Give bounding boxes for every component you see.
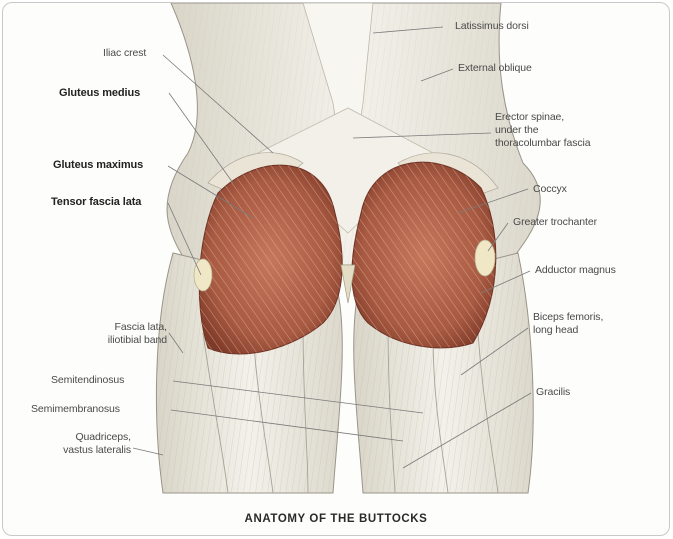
label-external-oblique: External oblique [458, 62, 532, 75]
gluteus-maximus-right-fibers [352, 162, 496, 348]
label-tensor-fascia-lata: Tensor fascia lata [51, 196, 141, 209]
label-fascia-lata: Fascia lata, iliotibial band [37, 321, 167, 347]
diagram-caption: ANATOMY OF THE BUTTOCKS [3, 513, 669, 525]
label-latissimus-dorsi: Latissimus dorsi [455, 20, 529, 33]
label-erector-spinae: Erector spinae, under the thoracolumbar … [495, 111, 590, 150]
label-gluteus-maximus: Gluteus maximus [53, 159, 143, 172]
label-greater-trochanter: Greater trochanter [513, 216, 597, 229]
tensor-fascia-lata-mark [194, 259, 212, 291]
label-gluteus-medius: Gluteus medius [59, 87, 140, 100]
label-quadriceps: Quadriceps, vastus lateralis [13, 431, 131, 457]
label-adductor-magnus: Adductor magnus [535, 264, 616, 277]
label-coccyx: Coccyx [533, 183, 567, 196]
label-gracilis: Gracilis [536, 386, 570, 399]
label-semimembranosus: Semimembranosus [31, 403, 120, 416]
label-iliac-crest: Iliac crest [103, 47, 146, 60]
label-semitendinosus: Semitendinosus [51, 374, 124, 387]
label-biceps-femoris: Biceps femoris, long head [533, 311, 603, 337]
